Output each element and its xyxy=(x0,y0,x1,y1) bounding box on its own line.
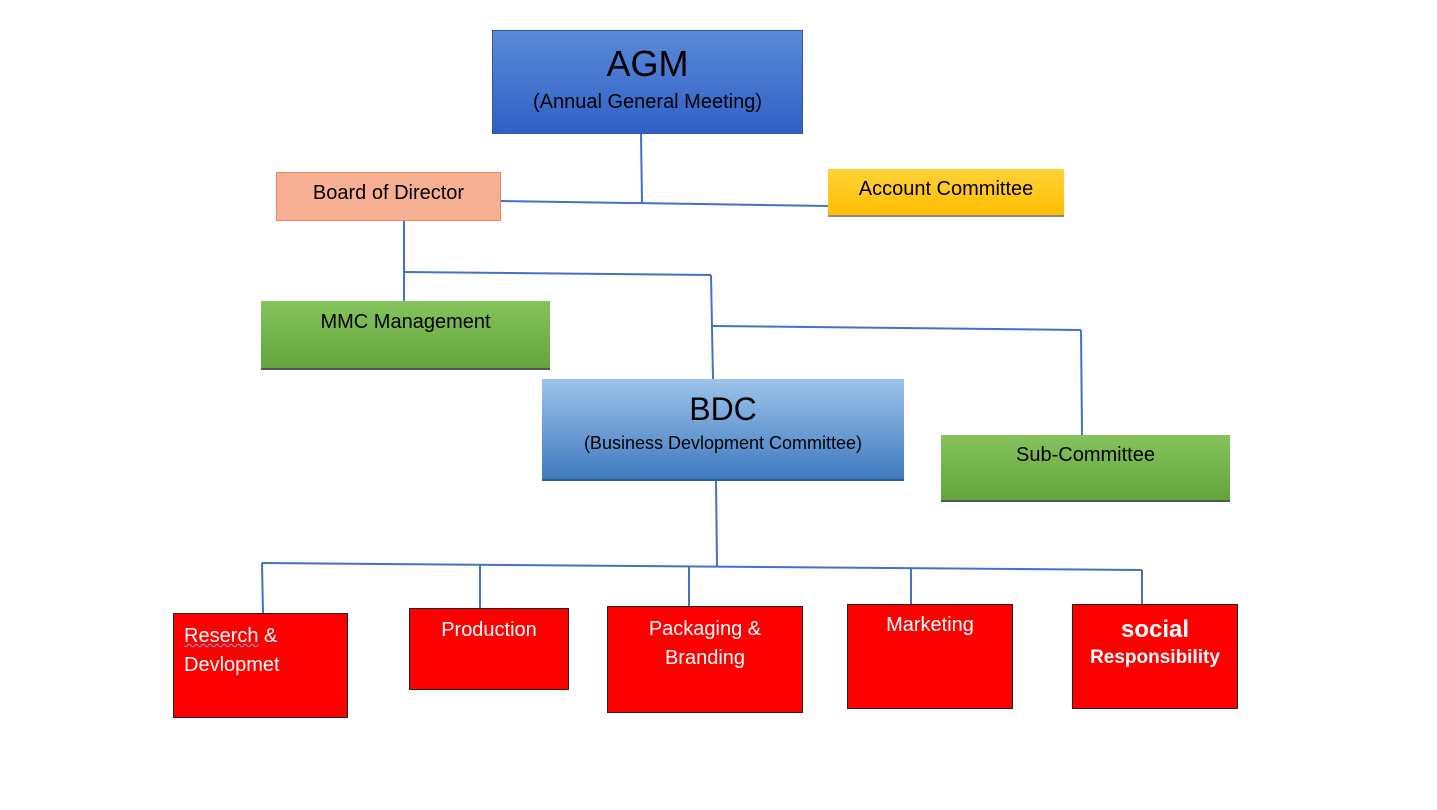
packaging-line2: Branding xyxy=(664,647,746,669)
social-line2: Responsibility xyxy=(1090,647,1220,668)
research-ampersand: & xyxy=(258,625,278,647)
line-agm-down xyxy=(640,133,643,204)
production-label: Production xyxy=(441,619,537,641)
line-board-account xyxy=(500,200,829,207)
research-line2: Devlopmet xyxy=(184,654,280,676)
agm-title: AGM xyxy=(606,43,689,84)
line-dept-bus xyxy=(261,562,1143,571)
research-line1: Reserch & xyxy=(184,622,347,651)
agm-box: AGM (Annual General Meeting) xyxy=(492,30,803,134)
packaging-line1: Packaging & xyxy=(648,618,762,640)
line-sub-branch xyxy=(711,325,1082,331)
account-committee-box: Account Committee xyxy=(828,169,1064,217)
line-sub-down xyxy=(1080,329,1083,436)
bdc-title: BDC xyxy=(689,391,757,427)
board-of-director-label: Board of Director xyxy=(312,182,465,204)
board-of-director-box: Board of Director xyxy=(276,172,501,221)
line-dept-research xyxy=(261,562,264,614)
marketing-box: Marketing xyxy=(847,604,1013,709)
agm-subtitle: (Annual General Meeting) xyxy=(532,91,762,113)
packaging-branding-box: Packaging & Branding xyxy=(607,606,803,713)
marketing-label: Marketing xyxy=(886,614,974,636)
social-responsibility-box: social Responsibility xyxy=(1072,604,1238,709)
research-word: Reserch xyxy=(184,625,259,647)
social-line1: social xyxy=(1120,616,1190,643)
line-board-branch xyxy=(403,271,712,276)
sub-committee-label: Sub-Committee xyxy=(1016,444,1155,466)
production-box: Production xyxy=(409,608,569,690)
research-development-box: Reserch & Devlopmet xyxy=(173,613,348,718)
line-bdc-down xyxy=(715,480,718,567)
mmc-management-box: MMC Management xyxy=(261,301,550,370)
bdc-box: BDC (Business Devlopment Committee) xyxy=(542,379,904,481)
account-committee-label: Account Committee xyxy=(858,178,1034,200)
bdc-subtitle: (Business Devlopment Committee) xyxy=(583,433,863,453)
mmc-management-label: MMC Management xyxy=(320,311,491,333)
sub-committee-box: Sub-Committee xyxy=(941,435,1230,502)
